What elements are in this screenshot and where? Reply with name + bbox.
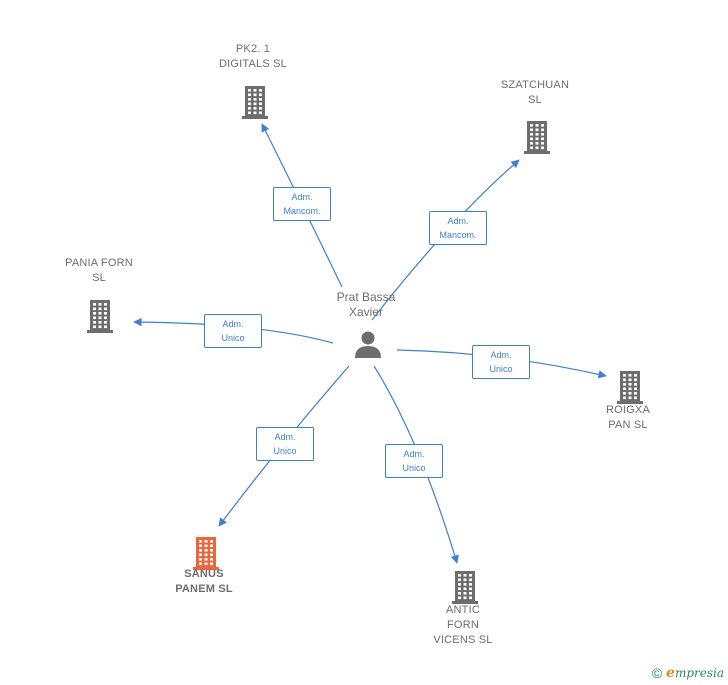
building-icon[interactable]	[616, 370, 644, 409]
company-label[interactable]: SZATCHUAN SL	[500, 79, 570, 106]
copyright-symbol: ©	[651, 665, 663, 681]
relation-label: Adm. Unico	[385, 444, 443, 478]
relation-label: Adm. Unico	[472, 345, 530, 379]
person-icon[interactable]	[353, 329, 383, 359]
person-name[interactable]: Prat Bassa Xavier	[336, 290, 396, 319]
relation-label: Adm. Unico	[204, 314, 262, 348]
brand-logo: empresia	[666, 665, 724, 681]
relation-label: Adm. Mancom.	[273, 187, 331, 221]
company-label[interactable]: ANTIC FORN VICENS SL	[433, 604, 493, 646]
relation-label: Adm. Unico	[256, 427, 314, 461]
building-icon[interactable]	[86, 299, 114, 338]
footer-brand: © empresia	[652, 665, 724, 681]
building-icon[interactable]	[192, 536, 220, 575]
building-icon[interactable]	[451, 570, 479, 609]
company-label[interactable]: SANUS PANEM SL	[175, 568, 233, 595]
relation-label: Adm. Mancom.	[429, 211, 487, 245]
building-icon[interactable]	[523, 120, 551, 159]
company-label[interactable]: PANIA FORN SL	[65, 257, 133, 284]
building-icon[interactable]	[241, 85, 269, 124]
company-label[interactable]: PK2. 1 DIGITALS SL	[218, 43, 288, 70]
company-label[interactable]: ROIGXA PAN SL	[606, 404, 650, 431]
